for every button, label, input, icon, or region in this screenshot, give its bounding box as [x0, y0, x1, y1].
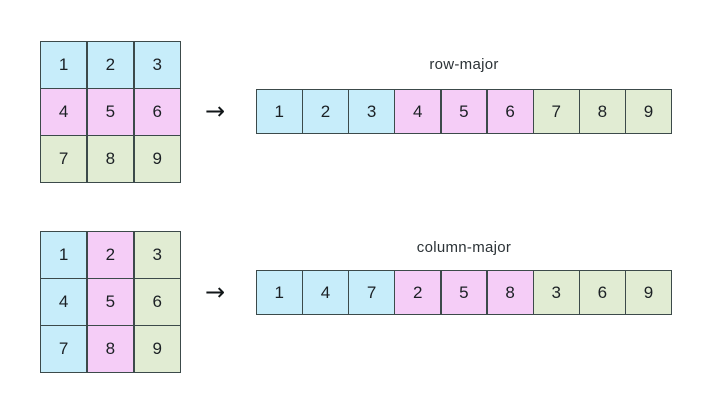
column-major-caption: column-major: [416, 239, 512, 256]
cell: 8: [580, 90, 625, 133]
right-arrow-icon: →: [205, 278, 226, 306]
cell: 8: [487, 271, 533, 314]
cell: 3: [134, 232, 180, 278]
cell: 2: [395, 271, 441, 314]
cell: 1: [41, 232, 87, 278]
cell: 5: [87, 89, 134, 135]
right-arrow-icon: →: [205, 97, 226, 125]
cell: 2: [303, 90, 348, 133]
cell: 4: [41, 89, 87, 135]
cell: 5: [441, 271, 487, 314]
cell: 7: [41, 326, 87, 372]
cell: 7: [349, 271, 395, 314]
cell: 9: [134, 326, 180, 372]
cell: 6: [580, 271, 625, 314]
cell: 4: [41, 279, 87, 325]
cell: 6: [134, 279, 180, 325]
cell: 9: [626, 90, 671, 133]
cell: 4: [395, 90, 441, 133]
cell: 6: [134, 89, 180, 135]
cell: 1: [41, 42, 87, 88]
row-major-caption: row-major: [429, 56, 499, 73]
cell: 9: [134, 136, 180, 182]
cell: 5: [441, 90, 487, 133]
cell: 2: [87, 232, 134, 278]
cell: 8: [87, 326, 134, 372]
cell: 8: [87, 136, 134, 182]
cell: 5: [87, 279, 134, 325]
cell: 2: [87, 42, 134, 88]
cell: 3: [533, 271, 579, 314]
cell: 3: [349, 90, 395, 133]
cell: 4: [303, 271, 348, 314]
cell: 9: [626, 271, 671, 314]
cell: 1: [257, 90, 302, 133]
cell: 7: [41, 136, 87, 182]
cell: 7: [533, 90, 579, 133]
cell: 1: [257, 271, 302, 314]
cell: 3: [134, 42, 180, 88]
cell: 6: [487, 90, 533, 133]
